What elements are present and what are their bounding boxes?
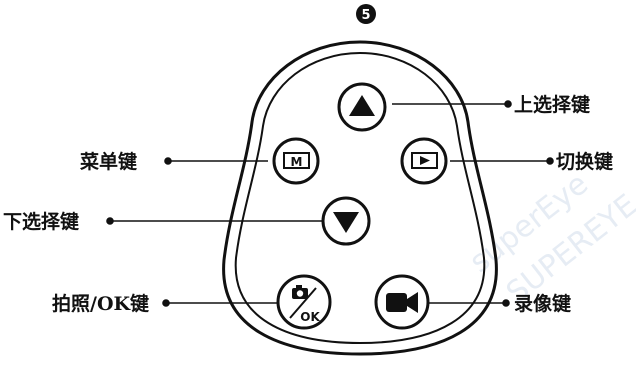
up-select-button[interactable]	[337, 82, 387, 132]
remote-outer-outline	[222, 40, 498, 356]
slash-divider	[289, 287, 317, 319]
up-arrow-icon	[349, 95, 375, 116]
leader-up-dot	[504, 100, 512, 108]
camera-icon	[292, 285, 308, 299]
leader-photo-dot	[162, 299, 170, 307]
label-switch: 切换键	[556, 150, 613, 173]
down-arrow-icon	[333, 212, 359, 233]
label-down-select: 下选择键	[3, 210, 79, 233]
watermark: superEye SUPEREYE	[463, 166, 636, 310]
step-badge-circle	[356, 4, 376, 24]
photo-ok-button[interactable]: OK	[276, 274, 332, 330]
video-camera-icon	[386, 292, 418, 313]
leader-menu-dot	[164, 157, 172, 165]
menu-icon: M	[291, 155, 303, 169]
leader-lines	[106, 100, 554, 307]
down-select-button[interactable]	[321, 196, 371, 246]
record-button[interactable]	[374, 274, 430, 330]
play-icon	[420, 156, 430, 165]
leader-switch-dot	[546, 157, 554, 165]
ok-icon: OK	[300, 310, 320, 324]
remote-inner-outline	[234, 51, 486, 345]
label-up-select: 上选择键	[514, 93, 590, 116]
step-badge: 5	[356, 4, 376, 24]
label-record: 录像键	[514, 292, 571, 315]
step-number: 5	[361, 8, 370, 23]
menu-icon-box	[283, 152, 310, 169]
label-menu: 菜单键	[79, 150, 137, 173]
menu-button[interactable]: M	[272, 137, 320, 185]
leader-down-dot	[106, 217, 114, 225]
switch-button[interactable]	[400, 137, 448, 185]
remote-body	[222, 40, 498, 356]
label-photo-ok: 拍照/OK键	[52, 292, 149, 315]
leader-record-dot	[502, 299, 510, 307]
